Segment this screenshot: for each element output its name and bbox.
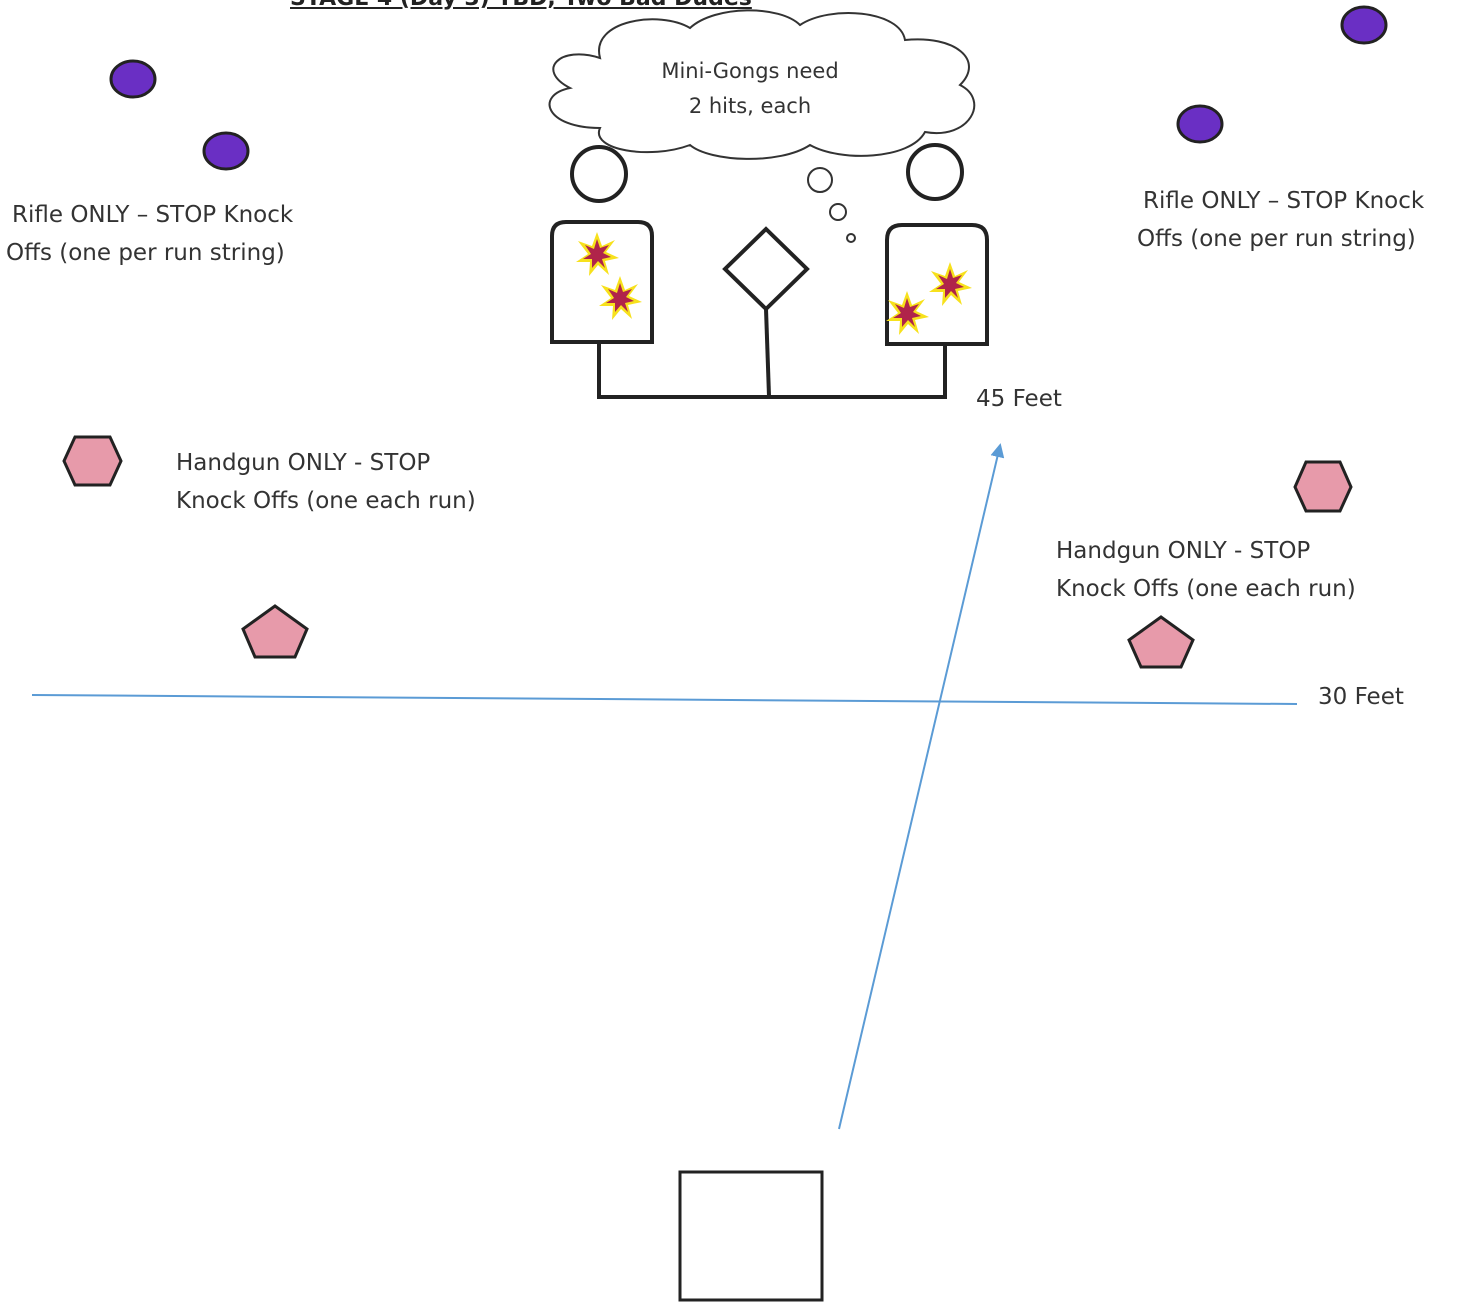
rifle-gong-right-1 — [1340, 5, 1388, 45]
hit-mark — [599, 276, 642, 320]
handgun-left-line-1: Handgun ONLY - STOP — [176, 450, 431, 476]
thought-bubble-3 — [846, 233, 856, 243]
rifle-right-line-2: Offs (one per run string) — [1137, 226, 1416, 252]
rifle-left-line-2: Offs (one per run string) — [6, 240, 285, 266]
handgun-right-line-1: Handgun ONLY - STOP — [1056, 538, 1311, 564]
rifle-left-line-1: Rifle ONLY – STOP Knock — [12, 202, 294, 228]
direction-arrow — [838, 443, 1005, 1130]
rifle-gong-left-2 — [202, 131, 250, 171]
thought-bubble-1 — [807, 167, 833, 193]
hit-mark — [576, 232, 619, 276]
rifle-gong-left-1 — [109, 59, 157, 99]
thought-cloud — [548, 9, 976, 160]
left-bad-dude-target — [550, 145, 654, 344]
distance-30-label: 30 Feet — [1318, 684, 1404, 710]
rifle-right-label: Rifle ONLY – STOP Knock Offs (one per ru… — [1137, 182, 1425, 258]
handgun-pentagon-left — [241, 604, 309, 659]
rifle-gong-right-2 — [1176, 104, 1224, 144]
start-position-box — [678, 1170, 824, 1302]
rifle-right-line-1: Rifle ONLY – STOP Knock — [1143, 188, 1425, 214]
handgun-right-label: Handgun ONLY - STOP Knock Offs (one each… — [1056, 532, 1356, 608]
stage-title: STAGE 4 (Day 3) TBD, Two Bad Dudes — [290, 0, 752, 11]
handgun-hexagon-right — [1293, 460, 1353, 513]
handgun-left-line-2: Knock Offs (one each run) — [176, 488, 476, 514]
diamond-post — [764, 308, 771, 397]
handgun-left-label: Handgun ONLY - STOP Knock Offs (one each… — [176, 444, 476, 520]
hit-mark — [886, 291, 929, 335]
cloud-note-line-1: Mini-Gongs need — [661, 59, 839, 83]
handgun-hexagon-left — [62, 435, 123, 487]
thought-bubble-2 — [829, 203, 847, 221]
target-stand — [597, 342, 947, 399]
distance-45-label: 45 Feet — [976, 386, 1062, 412]
thirty-foot-line — [31, 694, 1298, 705]
rifle-left-label: Rifle ONLY – STOP Knock Offs (one per ru… — [6, 196, 294, 272]
cloud-note: Mini-Gongs need 2 hits, each — [600, 54, 900, 124]
cloud-note-line-2: 2 hits, each — [688, 94, 812, 118]
diamond-target — [722, 226, 810, 312]
handgun-right-line-2: Knock Offs (one each run) — [1056, 576, 1356, 602]
hit-mark — [929, 262, 972, 306]
handgun-pentagon-right — [1127, 615, 1195, 669]
